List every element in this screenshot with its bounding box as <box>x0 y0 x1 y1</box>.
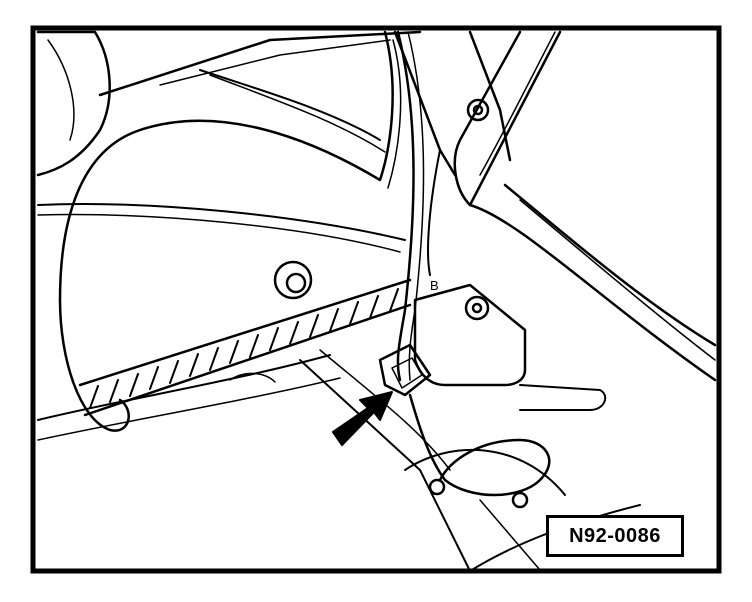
wire-bundle <box>396 30 415 382</box>
housing-outline <box>36 30 111 177</box>
seal-strip <box>78 278 412 417</box>
upper-panel <box>98 30 422 97</box>
connector <box>378 343 432 397</box>
figure-reference-code: N92-0086 <box>546 515 684 557</box>
callout-letter: B <box>430 278 439 293</box>
lower-wire <box>408 393 551 497</box>
bolt-bracket <box>464 295 490 321</box>
right-rail <box>468 203 717 382</box>
grommet <box>273 260 313 300</box>
bolt-upper <box>466 98 490 122</box>
cable-loop <box>58 30 394 432</box>
pointer-arrow-icon <box>332 391 393 446</box>
